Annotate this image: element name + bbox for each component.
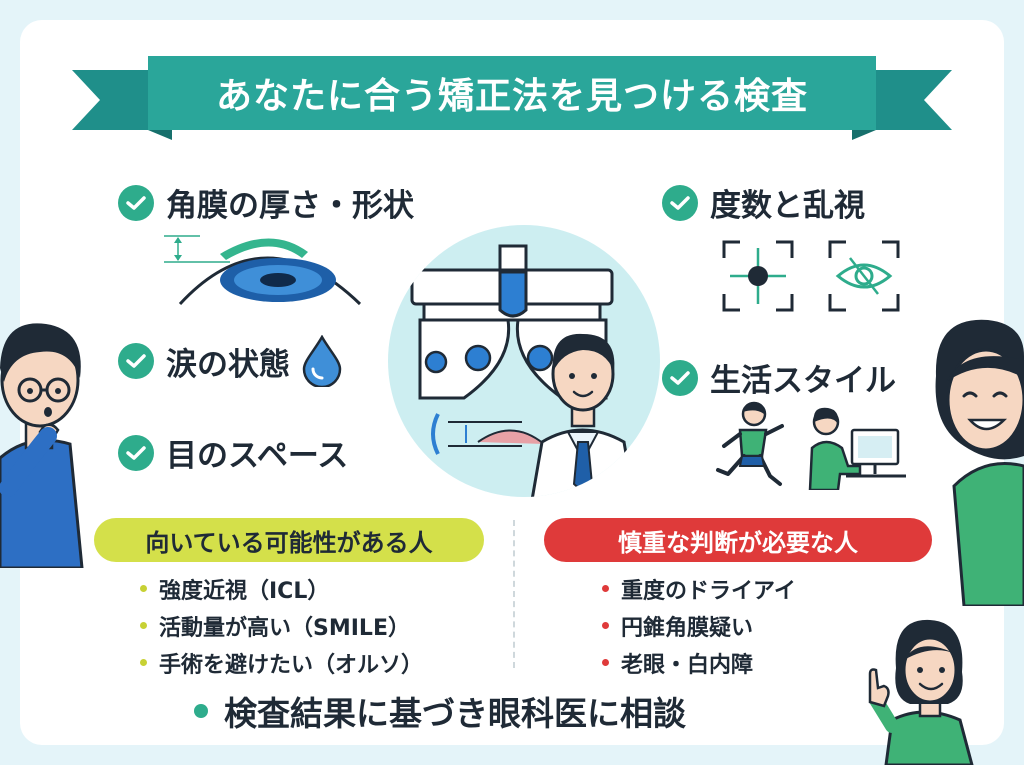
- check-prescription-label: 度数と乱視: [710, 188, 865, 224]
- exam-illustration: [388, 225, 660, 497]
- focus-target-icon: [722, 240, 794, 312]
- list-item: 重度のドライアイ: [602, 570, 796, 607]
- cornea-illustration: [164, 235, 362, 306]
- pointing-woman-illustration: [868, 619, 974, 765]
- suitable-list: 強度近視（ICL） 活動量が高い（SMILE） 手術を避けたい（オルソ）: [140, 570, 423, 681]
- caution-list: 重度のドライアイ 円錐角膜疑い 老眼・白内障: [602, 570, 796, 681]
- list-item: 強度近視（ICL）: [140, 570, 423, 607]
- section-divider: [513, 520, 515, 668]
- bullet-dot: [602, 659, 609, 666]
- ribbon-shape: [72, 56, 952, 140]
- check-icon: [662, 359, 698, 396]
- runner-illustration: [716, 401, 784, 486]
- check-space-label: 目のスペース: [166, 438, 349, 474]
- bullet-dot: [602, 585, 609, 592]
- astigmatism-eye-icon: [828, 240, 900, 312]
- check-tears: 涙の状態: [118, 335, 342, 387]
- suitable-pill: 向いている可能性がある人: [94, 518, 484, 562]
- check-cornea: 角膜の厚さ・形状: [118, 180, 414, 225]
- bullet-dot: [140, 622, 147, 629]
- check-prescription: 度数と乱視: [662, 180, 865, 225]
- conclusion-dot: [194, 704, 208, 718]
- check-icon: [118, 343, 154, 379]
- bullet-dot: [140, 659, 147, 666]
- thinking-man-illustration: [0, 323, 84, 568]
- bullet-dot: [140, 585, 147, 592]
- check-space: 目のスペース: [118, 430, 348, 475]
- smiling-woman-illustration: [935, 319, 1024, 606]
- check-icon: [118, 434, 154, 471]
- check-cornea-label: 角膜の厚さ・形状: [166, 188, 414, 224]
- bullet-dot: [602, 622, 609, 629]
- check-icon: [118, 184, 154, 221]
- list-item: 円錐角膜疑い: [602, 607, 796, 644]
- list-item: 老眼・白内障: [602, 644, 796, 681]
- check-lifestyle-label: 生活スタイル: [710, 363, 896, 399]
- water-drop-icon: [302, 335, 342, 387]
- conclusion: 検査結果に基づき眼科医に相談: [194, 686, 834, 736]
- check-lifestyle: 生活スタイル: [662, 355, 896, 400]
- page-title: あなたに合う矯正法を見つける検査: [215, 76, 808, 117]
- conclusion-text: 検査結果に基づき眼科医に相談: [224, 694, 686, 733]
- caution-pill: 慎重な判断が必要な人: [544, 518, 932, 562]
- check-icon: [662, 184, 698, 221]
- list-item: 手術を避けたい（オルソ）: [140, 644, 423, 681]
- check-tears-label: 涙の状態: [166, 346, 290, 383]
- desk-worker-illustration: [808, 407, 906, 490]
- list-item: 活動量が高い（SMILE）: [140, 607, 423, 644]
- title-banner: あなたに合う矯正法を見つける検査: [72, 52, 952, 140]
